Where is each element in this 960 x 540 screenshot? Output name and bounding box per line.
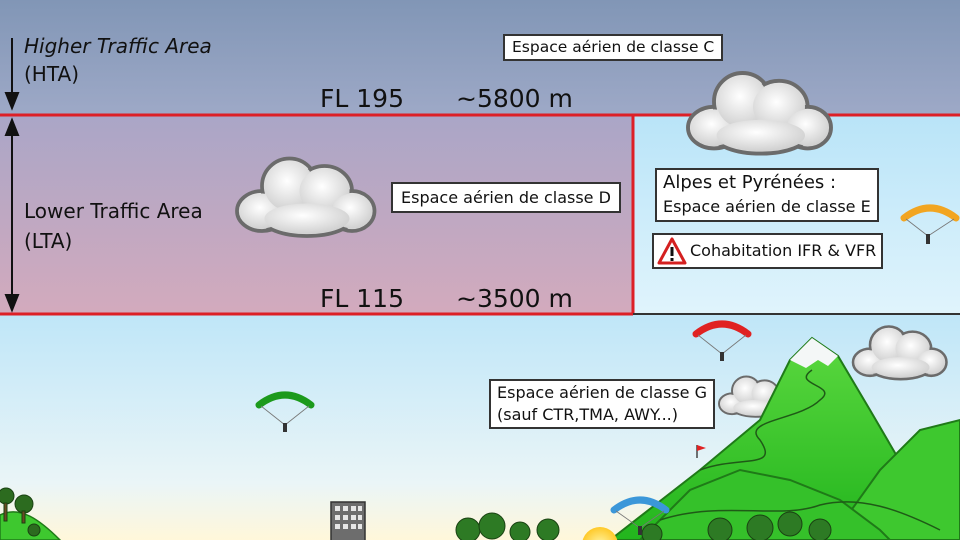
building-icon (331, 502, 365, 540)
class-g-box: Espace aérien de classe G (sauf CTR,TMA,… (489, 379, 715, 429)
fl195-altitude: ~5800 m (456, 84, 573, 114)
class-g-exceptions: (sauf CTR,TMA, AWY...) (497, 404, 707, 426)
warning-triangle-icon (657, 237, 687, 265)
lta-label: Lower Traffic Area (24, 199, 203, 223)
alps-title: Alpes et Pyrénées : (663, 171, 871, 195)
class-g-title: Espace aérien de classe G (497, 382, 707, 404)
ifr-vfr-warning-text: Cohabitation IFR & VFR (690, 241, 876, 260)
lta-abbr: (LTA) (24, 229, 72, 253)
hta-abbr: (HTA) (24, 62, 79, 86)
fl195-label: FL 195 (320, 84, 404, 114)
hta-label: Higher Traffic Area (24, 34, 212, 58)
alps-class-e: Espace aérien de classe E (663, 195, 871, 219)
alps-class-e-box: Alpes et Pyrénées : Espace aérien de cla… (655, 168, 879, 222)
fl115-altitude: ~3500 m (456, 284, 573, 314)
ifr-vfr-warning-box: Cohabitation IFR & VFR (652, 233, 883, 269)
class-c-box: Espace aérien de classe C (503, 34, 723, 61)
class-d-box: Espace aérien de classe D (391, 182, 621, 213)
fl115-label: FL 115 (320, 284, 404, 314)
